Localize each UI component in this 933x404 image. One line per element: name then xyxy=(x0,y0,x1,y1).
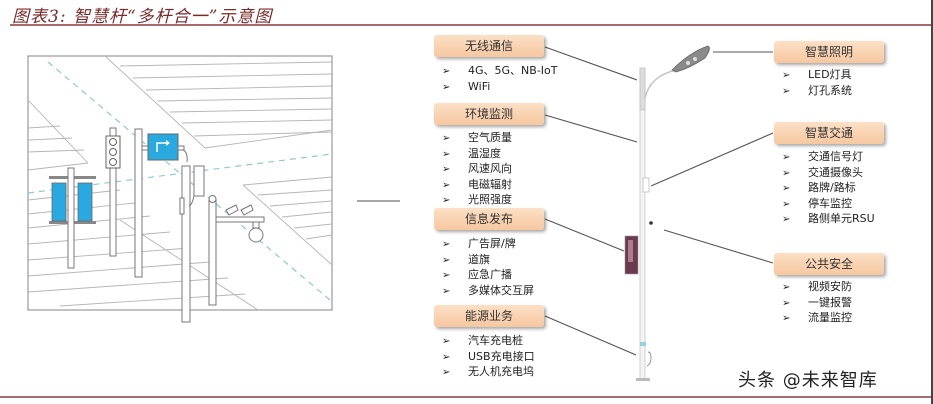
watermark: 头条 @未来智库 xyxy=(738,370,878,391)
bullet-arrow-icon: ➢ xyxy=(442,336,451,347)
street-illustration xyxy=(27,55,333,323)
list-item: ➢光照强度 xyxy=(442,192,512,208)
smart-pole xyxy=(624,45,710,381)
list-item: ➢应急广播 xyxy=(442,267,534,283)
bullet-arrow-icon: ➢ xyxy=(782,70,791,81)
category-list-info-release: ➢广告屏/牌 ➢道旗 ➢应急广播 ➢多媒体交互屏 xyxy=(442,236,534,298)
bullet-arrow-icon: ➢ xyxy=(782,167,791,179)
bullet-arrow-icon: ➢ xyxy=(782,214,791,226)
category-label-smart-traffic: 智慧交通 xyxy=(774,122,884,144)
category-list-smart-lighting: ➢LED灯具 ➢灯孔系统 xyxy=(782,67,852,98)
list-item: ➢风速风向 xyxy=(442,161,512,177)
category-list-energy: ➢汽车充电桩 ➢USB充电接口 ➢无人机充电坞 xyxy=(442,333,535,380)
bottom-rule xyxy=(0,396,931,398)
bullet-arrow-icon: ➢ xyxy=(782,198,791,210)
bullet-arrow-icon: ➢ xyxy=(442,148,451,160)
category-label-info-release: 信息发布 xyxy=(434,208,544,230)
list-item: ➢停车监控 xyxy=(782,196,875,212)
bullet-arrow-icon: ➢ xyxy=(442,351,451,363)
bullet-arrow-icon: ➢ xyxy=(442,164,451,176)
list-item: ➢灯孔系统 xyxy=(782,83,852,99)
bullet-arrow-icon: ➢ xyxy=(782,282,791,293)
bullet-arrow-icon: ➢ xyxy=(442,81,451,93)
figure-title: 图表3: 智慧杆“多杆合一”示意图 xyxy=(12,7,273,27)
list-item: ➢电磁辐射 xyxy=(442,177,512,193)
category-list-public-safety: ➢视频安防 ➢一键报警 ➢流量监控 xyxy=(782,279,852,326)
bullet-arrow-icon: ➢ xyxy=(782,85,791,97)
category-list-environment: ➢空气质量 ➢温湿度 ➢风速风向 ➢电磁辐射 ➢光照强度 xyxy=(442,130,512,208)
connector-lines xyxy=(544,46,774,356)
category-list-wireless: ➢4G、5G、NB-IoT ➢WiFi xyxy=(442,63,557,94)
list-item: ➢路牌/路标 xyxy=(782,180,875,196)
list-item: ➢广告屏/牌 xyxy=(442,236,534,252)
bullet-arrow-icon: ➢ xyxy=(442,239,451,250)
bullet-arrow-icon: ➢ xyxy=(442,66,451,77)
bullet-arrow-icon: ➢ xyxy=(782,183,791,195)
list-item: ➢视频安防 xyxy=(782,279,852,295)
bullet-arrow-icon: ➢ xyxy=(442,270,451,282)
list-item: ➢汽车充电桩 xyxy=(442,333,535,349)
bullet-arrow-icon: ➢ xyxy=(782,152,791,163)
category-label-wireless: 无线通信 xyxy=(434,35,544,57)
list-item: ➢一键报警 xyxy=(782,295,852,311)
list-item: ➢多媒体交互屏 xyxy=(442,283,534,299)
bullet-arrow-icon: ➢ xyxy=(442,195,451,207)
list-item: ➢温湿度 xyxy=(442,146,512,162)
list-item: ➢交通摄像头 xyxy=(782,165,875,181)
bullet-arrow-icon: ➢ xyxy=(782,297,791,309)
bullet-arrow-icon: ➢ xyxy=(442,254,451,266)
list-item: ➢交通信号灯 xyxy=(782,149,875,165)
list-item: ➢USB充电接口 xyxy=(442,349,535,365)
category-label-public-safety: 公共安全 xyxy=(774,253,884,275)
bullet-arrow-icon: ➢ xyxy=(782,313,791,325)
category-label-smart-lighting: 智慧照明 xyxy=(774,41,884,63)
top-rule xyxy=(10,24,931,26)
bullet-arrow-icon: ➢ xyxy=(442,285,451,297)
list-item: ➢道旗 xyxy=(442,252,534,268)
right-edge xyxy=(931,0,933,404)
list-item: ➢流量监控 xyxy=(782,310,852,326)
list-item: ➢无人机充电坞 xyxy=(442,364,535,380)
list-item: ➢WiFi xyxy=(442,79,557,95)
bullet-arrow-icon: ➢ xyxy=(442,133,451,144)
category-list-smart-traffic: ➢交通信号灯 ➢交通摄像头 ➢路牌/路标 ➢停车监控 ➢路侧单元RSU xyxy=(782,149,875,227)
category-label-energy: 能源业务 xyxy=(434,305,544,327)
list-item: ➢空气质量 xyxy=(442,130,512,146)
list-item: ➢4G、5G、NB-IoT xyxy=(442,63,557,79)
category-label-environment: 环境监测 xyxy=(434,103,544,125)
bullet-arrow-icon: ➢ xyxy=(442,179,451,191)
list-item: ➢LED灯具 xyxy=(782,67,852,83)
bullet-arrow-icon: ➢ xyxy=(442,367,451,379)
list-item: ➢路侧单元RSU xyxy=(782,211,875,227)
